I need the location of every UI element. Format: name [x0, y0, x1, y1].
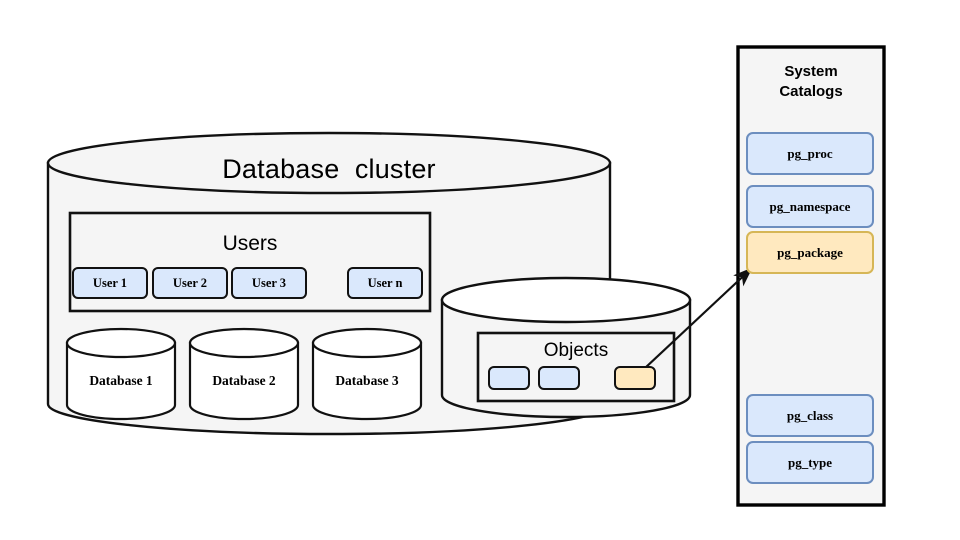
database-cylinder-1	[65, 327, 177, 421]
objects-cylinder-top	[440, 276, 692, 324]
database-cylinder-2	[188, 327, 300, 421]
database-label-2: Database 2	[212, 373, 276, 388]
database-cylinder-3	[311, 327, 423, 421]
user-chip-n[interactable]: User n	[347, 267, 423, 299]
database-label-3: Database 3	[335, 373, 399, 388]
users-box-title: Users	[222, 232, 278, 255]
user-chip-3[interactable]: User 3	[231, 267, 307, 299]
cluster-cylinder-top	[46, 131, 612, 195]
catalog-item-pg-type[interactable]: pg_type	[746, 441, 874, 484]
catalog-item-pg-package[interactable]: pg_package	[746, 231, 874, 274]
cluster-title: Database cluster	[222, 154, 436, 184]
catalog-item-pg-namespace[interactable]: pg_namespace	[746, 185, 874, 228]
user-chip-1[interactable]: User 1	[72, 267, 148, 299]
user-chip-2[interactable]: User 2	[152, 267, 228, 299]
objects-chip-blue-1[interactable]	[488, 366, 530, 390]
objects-box-title: Objects	[543, 340, 609, 361]
system-catalogs-title: System Catalogs	[779, 63, 843, 101]
objects-chip-blue-2[interactable]	[538, 366, 580, 390]
connector-arrow-objects-to-pg-package	[629, 267, 753, 383]
catalog-item-pg-proc[interactable]: pg_proc	[746, 132, 874, 175]
database-label-1: Database 1	[89, 373, 153, 388]
objects-chip-amber[interactable]	[614, 366, 656, 390]
catalog-item-pg-class[interactable]: pg_class	[746, 394, 874, 437]
